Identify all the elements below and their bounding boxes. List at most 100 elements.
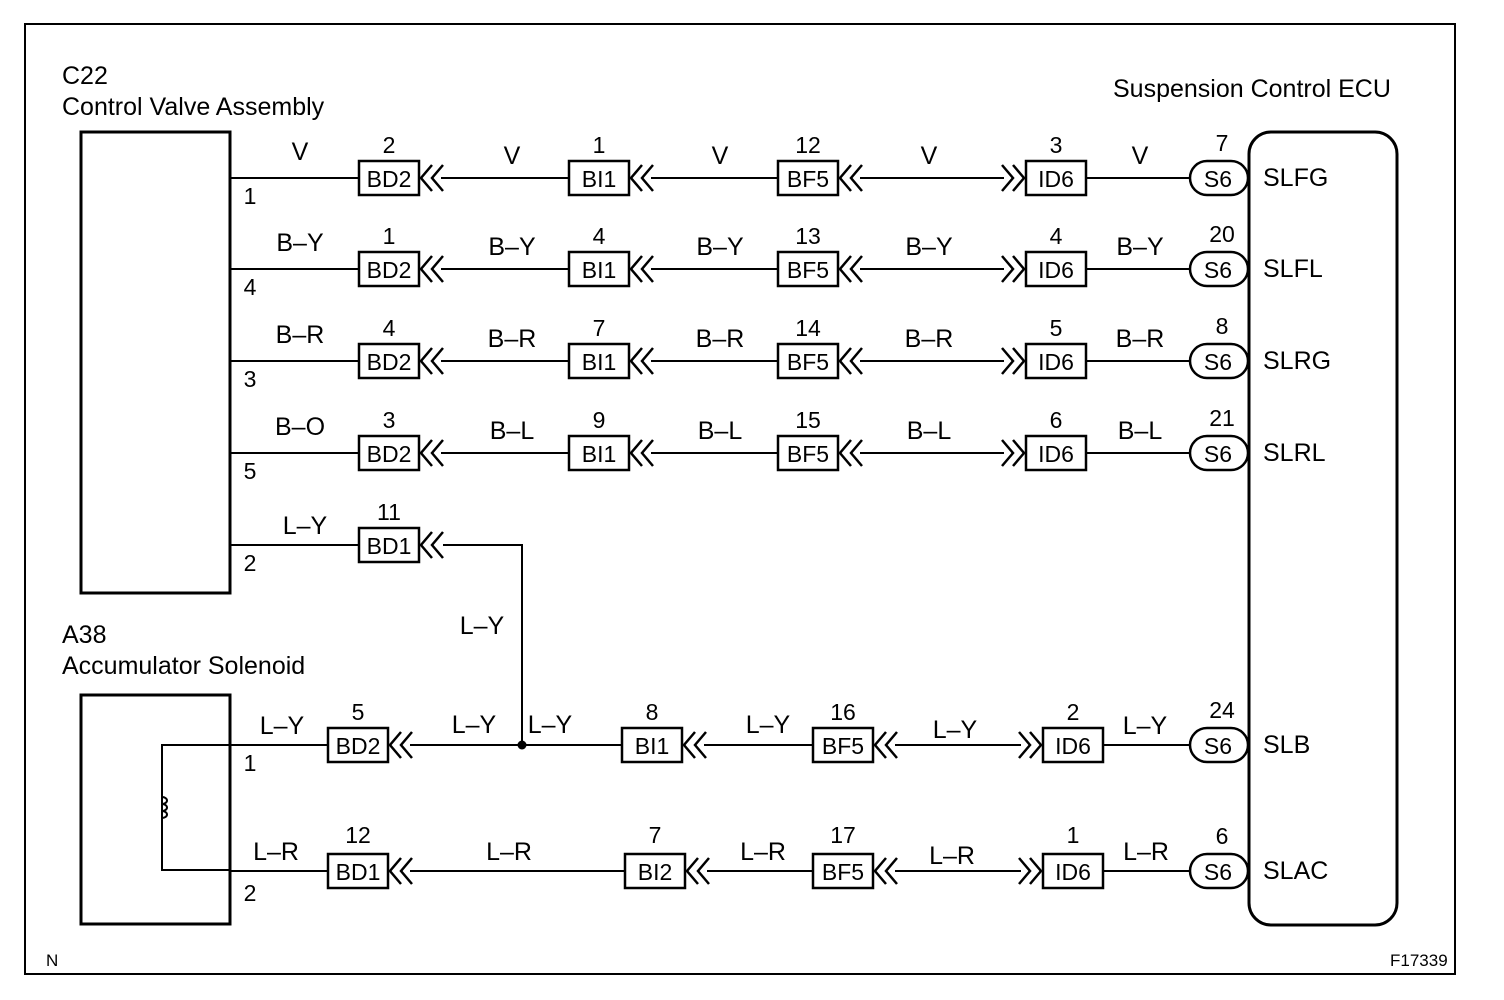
connector-chevron-icon <box>419 164 444 192</box>
wire-color: B–R <box>488 325 537 353</box>
connector-bd2 <box>357 159 421 197</box>
connector-id6 <box>1024 342 1088 380</box>
connector-bd2 <box>357 342 421 380</box>
connector-id6 <box>1024 159 1088 197</box>
connector-bf5 <box>776 159 840 197</box>
connector-pin: 1 <box>593 132 606 158</box>
wire-color: V <box>921 142 938 170</box>
connector-bf5 <box>776 434 840 472</box>
connector-chevron-icon <box>629 255 654 283</box>
connector-chevron-icon <box>838 347 863 375</box>
source-pin: 3 <box>244 366 257 392</box>
connector-pin: 17 <box>830 822 856 848</box>
source-pin: 2 <box>244 880 257 906</box>
connector-code: S6 <box>1204 441 1232 467</box>
connector-code: BI1 <box>582 349 617 375</box>
wire-color: V <box>504 142 521 170</box>
connector-chevron-icon <box>873 731 898 759</box>
connector-pin: 7 <box>649 822 662 848</box>
solenoid-name: Accumulator Solenoid <box>62 652 305 680</box>
connector-bf5 <box>776 342 840 380</box>
connector-bi2 <box>623 852 687 890</box>
connector-pin: 5 <box>352 699 365 725</box>
connector-pin: 1 <box>383 223 396 249</box>
connector-chevron-icon <box>1001 164 1026 192</box>
connector-code: BF5 <box>787 166 829 192</box>
connector-pin: 2 <box>383 132 396 158</box>
connector-bi1 <box>620 726 684 764</box>
figure-id: F17339 <box>1390 951 1448 970</box>
connector-chevron-icon <box>838 164 863 192</box>
wire-color: B–Y <box>696 233 744 261</box>
connector-pin: 1 <box>1067 822 1080 848</box>
ecu-name: Suspension Control ECU <box>1113 75 1391 103</box>
connector-pin: 8 <box>646 699 659 725</box>
suspension-control-ecu <box>1247 130 1399 927</box>
wire-color: L–R <box>253 838 299 866</box>
corner-note: N <box>46 951 58 970</box>
connector-chevron-icon <box>388 857 413 885</box>
connector-code: BD1 <box>336 859 381 885</box>
wire-color: L–R <box>486 838 532 866</box>
source-pin: 5 <box>244 458 257 484</box>
connector-pin: 13 <box>795 223 821 249</box>
connector-pin: 6 <box>1050 407 1063 433</box>
connector-code: BF5 <box>787 441 829 467</box>
connector-bd2 <box>357 250 421 288</box>
connector-pin: 2 <box>1067 699 1080 725</box>
connector-code: S6 <box>1204 349 1232 375</box>
connector-pin: 6 <box>1216 823 1229 849</box>
connector-pin: 14 <box>795 315 821 341</box>
wire-color: L–Y <box>460 612 505 640</box>
connector-pin: 8 <box>1216 313 1229 339</box>
connector-bf5 <box>776 250 840 288</box>
connector-bi1 <box>567 159 631 197</box>
ecu-terminal-label: SLAC <box>1263 857 1328 885</box>
connector-bi1 <box>567 250 631 288</box>
connector-chevron-icon <box>1018 857 1043 885</box>
connector-code: BF5 <box>822 733 864 759</box>
connector-bd2 <box>357 434 421 472</box>
connector-chevron-icon <box>1001 347 1026 375</box>
wire-color: L–Y <box>452 711 497 739</box>
wire-color: B–L <box>698 417 743 445</box>
connector-pin: 15 <box>795 407 821 433</box>
connector-bd2 <box>326 726 390 764</box>
wire-color: L–R <box>1123 838 1169 866</box>
connector-code: S6 <box>1204 733 1232 759</box>
connector-code: BF5 <box>787 349 829 375</box>
wire-color: B–Y <box>905 233 953 261</box>
connector-chevron-icon <box>685 857 710 885</box>
connector-chevron-icon <box>419 347 444 375</box>
connector-id6 <box>1024 434 1088 472</box>
ecu-terminal-label: SLB <box>1263 731 1310 759</box>
connector-id6 <box>1024 250 1088 288</box>
valve-code: C22 <box>62 62 108 90</box>
ecu-connector-s6 <box>1188 726 1250 764</box>
wire-color: L–Y <box>933 716 978 744</box>
ecu-connector-s6 <box>1188 342 1250 380</box>
wire-color: B–Y <box>276 229 324 257</box>
wire-color: B–R <box>905 325 954 353</box>
connector-code: BF5 <box>787 257 829 283</box>
connector-pin: 4 <box>383 315 396 341</box>
connector-code: S6 <box>1204 257 1232 283</box>
source-pin: 1 <box>244 183 257 209</box>
connector-pin: 3 <box>383 407 396 433</box>
coil-icon <box>161 744 230 871</box>
connector-bf5 <box>811 852 875 890</box>
connector-code: BI1 <box>582 257 617 283</box>
connector-code: ID6 <box>1055 733 1091 759</box>
connector-pin: 3 <box>1050 132 1063 158</box>
connector-pin: 12 <box>345 822 371 848</box>
ecu-terminal-label: SLRG <box>1263 347 1331 375</box>
wire-color: B–R <box>696 325 745 353</box>
wire-color: L–Y <box>528 711 573 739</box>
wire-color: L–Y <box>1123 712 1168 740</box>
wire-color: B–Y <box>1116 233 1164 261</box>
connector-chevron-icon <box>1018 731 1043 759</box>
connector-chevron-icon <box>873 857 898 885</box>
connector-pin: 21 <box>1209 405 1235 431</box>
wire-color: B–R <box>1116 325 1165 353</box>
connector-pin: 11 <box>377 499 401 525</box>
